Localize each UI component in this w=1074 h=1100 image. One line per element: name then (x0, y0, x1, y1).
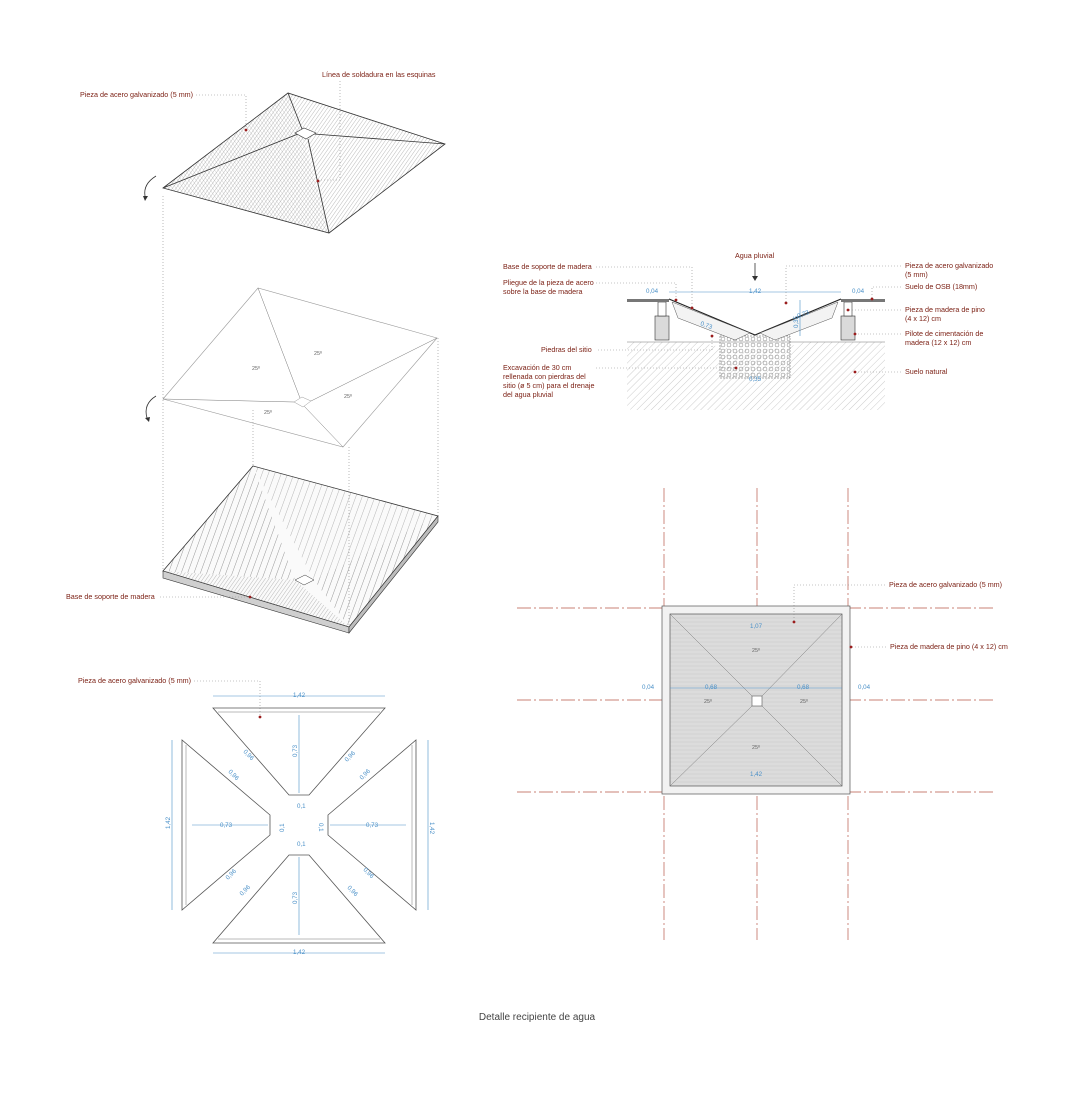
label-osb: Suelo de OSB (18mm) (905, 282, 977, 291)
dim-half-diag: 0,73 (699, 320, 713, 331)
wooden-base-axo (162, 465, 439, 634)
dim-plan-inner: 1,07 (750, 623, 763, 630)
dim-diagonal: 0,96 (242, 748, 256, 762)
label-pine: Pieza de madera de pino(4 x 12) cm (905, 305, 985, 323)
steel-piece-wireframe: 25º 25º 25º 25º (162, 287, 438, 448)
dim-plan-half: 0,68 (705, 684, 718, 691)
dim-section-width: 1,42 (749, 288, 762, 295)
label-flat-steel: Pieza de acero galvanizado (5 mm) (78, 676, 191, 685)
dim-right-half: 0,73 (366, 822, 379, 829)
dim-diagonal: 0,96 (224, 868, 238, 882)
pattern-piece-bottom (212, 854, 386, 944)
dim-diagonal: 0,96 (362, 866, 376, 880)
slope-label: 25º (314, 351, 322, 357)
label-plan-pine: Pieza de madera de pino (4 x 12) cm (890, 642, 1008, 651)
dim-edge-right: 0,04 (852, 288, 865, 295)
label-rain: Agua pluvial (735, 251, 775, 260)
slope-label: 25º (752, 648, 760, 654)
pattern-piece-left (181, 739, 271, 911)
steel-v (668, 298, 842, 336)
dim-left-half: 0,73 (220, 822, 233, 829)
slope-label: 25º (252, 366, 260, 372)
slope-label: 25º (704, 699, 712, 705)
dim-top-side: 1,42 (293, 692, 306, 699)
dim-diagonal: 0,96 (346, 884, 360, 898)
slope-label: 25º (800, 699, 808, 705)
dim-plan-half: 0,68 (797, 684, 810, 691)
wood-support-right (759, 301, 839, 341)
dim-gap: 0,1 (279, 823, 286, 832)
dim-plan-edge: 0,04 (858, 684, 871, 691)
drain-hole (751, 695, 763, 707)
dim-bottom-half: 0,73 (292, 891, 299, 904)
dim-edge-left: 0,04 (646, 288, 659, 295)
slope-label: 25º (752, 745, 760, 751)
wood-support-left (671, 301, 751, 341)
label-wooden-base: Base de soporte de madera (66, 592, 155, 601)
dim-diagonal: 0,96 (238, 884, 252, 898)
pile-right (840, 315, 856, 341)
dim-pit-width: 0,35 (749, 376, 762, 383)
slope-label: 25º (264, 410, 272, 416)
dim-gap: 0,1 (297, 841, 306, 848)
dim-depth: 0,35 (793, 315, 800, 328)
flat-cut-pattern: Pieza de acero galvanizado (5 mm) 1,42 1… (78, 676, 435, 956)
label-section-base: Base de soporte de madera (503, 262, 592, 271)
osb-floor-left (627, 299, 669, 302)
label-weld-line: Línea de soldadura en las esquinas (322, 70, 436, 79)
gravel-pit (719, 335, 791, 379)
slope-label: 25º (344, 394, 352, 400)
label-plan-steel: Pieza de acero galvanizado (5 mm) (889, 580, 1002, 589)
dim-gap: 0,1 (317, 823, 324, 832)
pattern-piece-top (212, 707, 386, 796)
dim-left-side: 1,42 (165, 816, 172, 829)
osb-floor-right (841, 299, 885, 302)
construction-section: 1,42 0,04 0,04 0,35 0,73 0,73 0,35 Agua … (503, 251, 993, 410)
dim-half-diag: 0,73 (796, 309, 810, 320)
pattern-piece-right (327, 739, 417, 911)
label-stones: Piedras del sitio (541, 345, 592, 354)
dim-bottom-side: 1,42 (293, 949, 306, 956)
dim-right-side: 1,42 (428, 822, 435, 835)
top-plan: 25º 25º 25º 25º 0,04 0,68 0,68 0,04 1,07… (517, 488, 1008, 940)
dim-plan-side: 1,42 (750, 771, 763, 778)
dim-diagonal: 0,96 (343, 750, 357, 764)
pile-left (654, 315, 670, 341)
label-steel-piece: Pieza de acero galvanizado (5 mm) (80, 90, 193, 99)
dim-plan-edge: 0,04 (642, 684, 655, 691)
dim-top-half: 0,73 (292, 744, 299, 757)
label-section-steel: Pieza de acero galvanizado(5 mm) (905, 261, 993, 279)
label-soil: Suelo natural (905, 367, 948, 376)
steel-piece-axo (162, 92, 446, 234)
dim-gap: 0,1 (297, 803, 306, 810)
drawing-caption: Detalle recipiente de agua (478, 1012, 596, 1023)
exploded-axonometric: 25º 25º 25º 25º Pieza de acero galvaniza… (66, 70, 446, 634)
